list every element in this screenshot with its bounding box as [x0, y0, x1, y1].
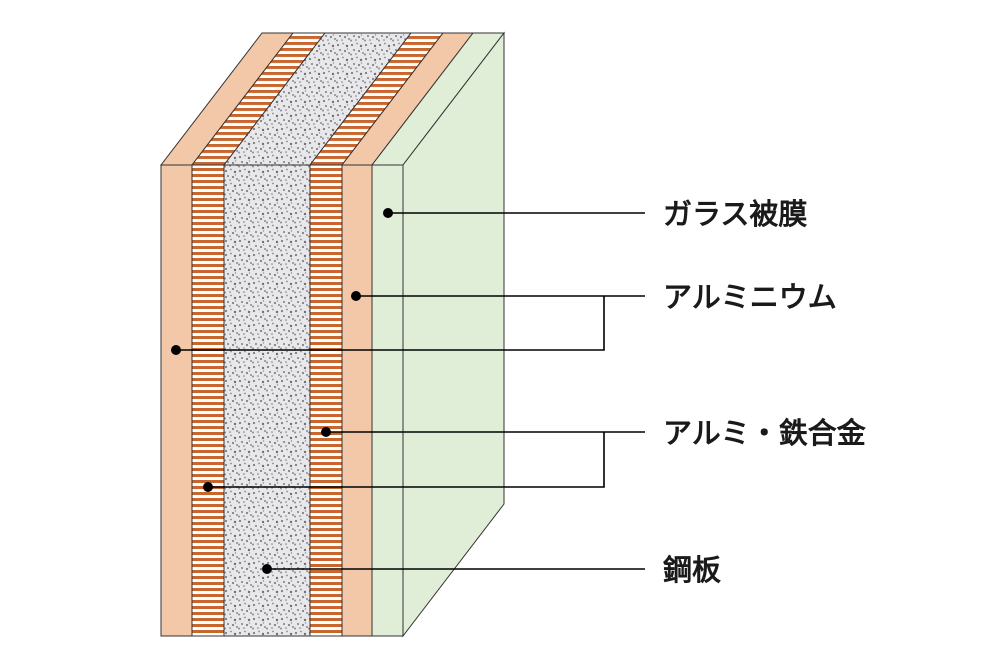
dot-aluminium-inner — [351, 291, 361, 301]
label-glass-coating: ガラス被膜 — [663, 197, 807, 231]
leader-lines — [176, 212, 645, 570]
alloy-inner-front — [309, 164, 343, 637]
dot-glass — [383, 208, 393, 218]
steel-front — [223, 164, 311, 637]
label-al-fe-alloy: アルミ・鉄合金 — [663, 416, 867, 450]
aluminium-inner-front — [341, 164, 373, 637]
top-faces — [159, 32, 506, 166]
label-steel-sheet: 鋼板 — [663, 553, 722, 587]
alloy-outer-front — [191, 164, 225, 637]
dot-aluminium-outer — [171, 345, 181, 355]
dot-alloy-inner — [321, 427, 331, 437]
aluminium-outer-front — [160, 164, 193, 637]
leader-aluminium-outer — [176, 296, 605, 351]
label-aluminium: アルミニウム — [663, 280, 837, 314]
dot-steel — [262, 564, 272, 574]
front-faces — [160, 164, 404, 637]
glass-front — [371, 164, 404, 637]
leader-dots — [171, 208, 393, 574]
leader-alloy-outer — [208, 432, 605, 488]
dot-alloy-outer — [203, 482, 213, 492]
